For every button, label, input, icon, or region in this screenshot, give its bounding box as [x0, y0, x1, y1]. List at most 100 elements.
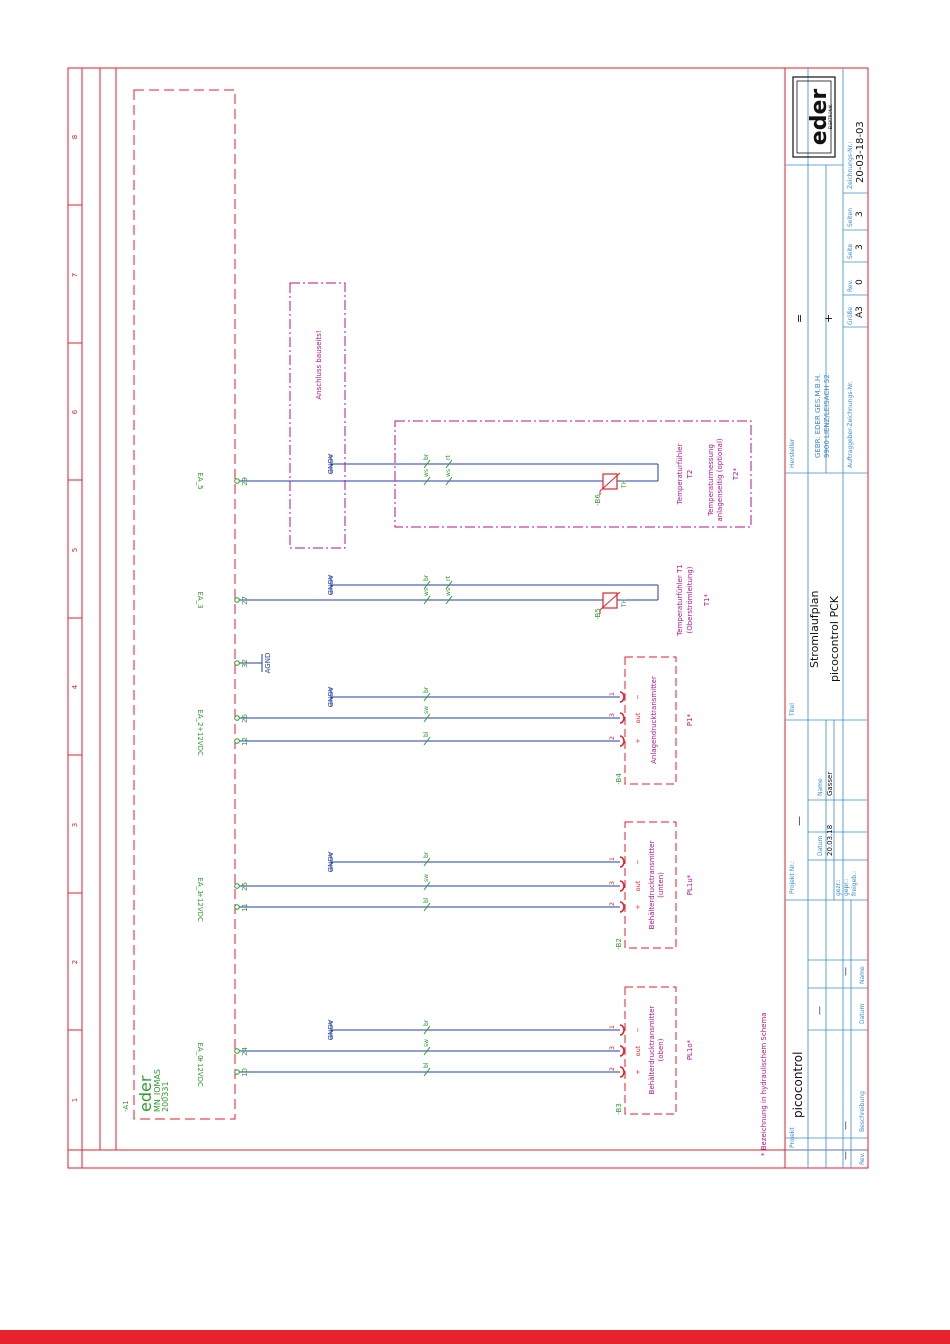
signal-supply: +12VDC	[196, 726, 204, 756]
grid-column-numbers: 1 2 3 4 5 6 7 8	[71, 135, 79, 1102]
rev-header-beschreibung: Beschreibung	[859, 1091, 866, 1132]
pin-number: 3	[608, 713, 616, 717]
device-number: 200331	[161, 1081, 170, 1112]
component-b6-name: Temperaturfühler	[676, 444, 684, 506]
sensor-th: TH	[621, 599, 628, 608]
device-a1-label: -A1 eder MN_IOMAS 200331	[122, 1069, 170, 1112]
titel-line2: picocontrol PCK	[828, 595, 841, 682]
wire-label-br: br	[423, 1019, 430, 1026]
pin-plus: +	[634, 738, 642, 743]
rev-value-datum: —	[815, 1006, 825, 1015]
transmitter-boxes	[624, 656, 677, 1115]
zeichnungs-value: 20-03-18-03	[855, 121, 866, 183]
component-names: Behälterdrucktransmitter (oben) PL1o* Be…	[648, 438, 740, 1094]
wire-label-br: br	[423, 574, 430, 581]
component-b4-name: Anlagendrucktransmitter	[650, 676, 658, 764]
projekt-nr-label: Projekt Nr.:	[789, 861, 796, 894]
site-connection-note: Anschluss bauseits!	[315, 330, 323, 399]
wire-label-br: br	[423, 453, 430, 460]
signal-supply: +12VDC	[196, 892, 204, 922]
projekt-nr-value: —	[794, 816, 805, 826]
check-name-label: Name	[817, 778, 824, 796]
component-b6-note1: Temperaturmessung	[707, 444, 715, 517]
rev-label: Rev.	[847, 279, 854, 292]
component-b3-sub: (oben)	[657, 1038, 665, 1061]
rev-value-rev: —	[841, 1151, 851, 1160]
pin-number: 1	[608, 692, 616, 696]
pin-number: 3	[608, 881, 616, 885]
site-connection-box	[289, 282, 346, 549]
eder-logo: eder ELEKTRONIK	[792, 76, 836, 158]
grid-col-8: 8	[71, 135, 79, 139]
terminal-number: 32	[241, 659, 249, 668]
wire-label-bl: bl	[423, 731, 430, 737]
pin-number: 1	[608, 1025, 616, 1029]
component-b3-name: Behälterdrucktransmitter	[648, 1006, 656, 1095]
eq-sign: =	[793, 314, 806, 323]
component-tags: -B3 -B2 -B4 -B5 -B6	[594, 494, 623, 1115]
component-tag-b3: -B3	[615, 1103, 623, 1115]
pin-out: out	[634, 712, 642, 723]
pin-number: 1	[608, 857, 616, 861]
check-gezr-label: gezr.:	[835, 880, 842, 897]
check-freigeg-label: freigeb.:	[851, 871, 858, 896]
grid-col-6: 6	[71, 409, 79, 414]
terminal-number: 24	[241, 1046, 249, 1055]
terminal-number: 25	[241, 882, 249, 891]
rev-value: 0	[855, 279, 865, 285]
component-b5-ref: T1*	[703, 593, 711, 607]
projekt-value: picocontrol	[791, 1052, 805, 1119]
terminal-number: 26	[241, 713, 249, 722]
temperature-sensor-b5: TH	[599, 591, 628, 614]
wire-label-sw: sw	[423, 874, 430, 882]
component-tag-b2: -B2	[615, 938, 623, 950]
rev-header-name: Name	[859, 966, 866, 984]
agnd-label: AGND	[326, 454, 334, 475]
grid-col-1: 1	[71, 1098, 79, 1102]
titel-label: Titel	[789, 703, 796, 717]
logo-brand: eder	[807, 89, 832, 146]
pin-number: 2	[608, 736, 616, 740]
component-tag-b6: -B6	[594, 494, 602, 506]
component-b6-note2: anlagenseitig (optional)	[716, 438, 724, 522]
signal-ea0: EA_0	[196, 1042, 204, 1059]
seiten-value: 3	[855, 211, 865, 217]
wire-label-ws: ws	[445, 469, 452, 477]
rev-header-datum: Datum	[859, 1004, 866, 1024]
component-b3-ref: PL1o*	[686, 1039, 694, 1060]
pin-number: 2	[608, 1067, 616, 1071]
signal-ea1: EA_1	[196, 877, 204, 894]
sheet-frame	[67, 67, 869, 1169]
agnd-label: AGND	[326, 1020, 334, 1041]
seite-label: Seite	[847, 243, 854, 259]
signal-ea2: EA_2	[196, 709, 204, 726]
signal-ea5: EA_5	[196, 472, 204, 489]
device-brand: eder	[136, 1075, 155, 1112]
pin-out: out	[634, 1045, 642, 1056]
component-tag-b4: -B4	[615, 773, 623, 785]
terminal-number: 11	[241, 903, 249, 912]
wire-label-rt: rt	[445, 576, 452, 581]
component-b2-sub: (unten)	[657, 872, 665, 898]
pin-number: 2	[608, 902, 616, 906]
pin-labels: 2 3 1 + out − 2 3 1 + out − 2 3 1 + out …	[608, 692, 642, 1075]
pin-minus: −	[634, 694, 642, 699]
wire-marks	[423, 459, 453, 1077]
pin-out: out	[634, 880, 642, 891]
terminal-number: 29	[241, 477, 249, 486]
hersteller-label: Hersteller	[789, 438, 796, 468]
groesse-value: A3	[855, 306, 865, 318]
terminal-number: 12	[241, 737, 249, 746]
zeichnungs-label: Zeichnungs-Nr.:	[847, 142, 854, 189]
wire-label-rt: rt	[445, 455, 452, 460]
grid-col-5: 5	[71, 548, 79, 552]
signal-supply: +12VDC	[196, 1057, 204, 1087]
grid-col-3: 3	[71, 823, 79, 827]
wire-label-br: br	[423, 851, 430, 858]
titel-line1: Stromlaufplan	[808, 591, 821, 668]
footnote: * Bezeichnung in hydraulischem Schema	[760, 1012, 768, 1156]
rev-value-name: —	[841, 967, 851, 976]
bottom-accent-bar	[0, 1330, 950, 1344]
component-b6-ref: T2*	[732, 467, 740, 481]
